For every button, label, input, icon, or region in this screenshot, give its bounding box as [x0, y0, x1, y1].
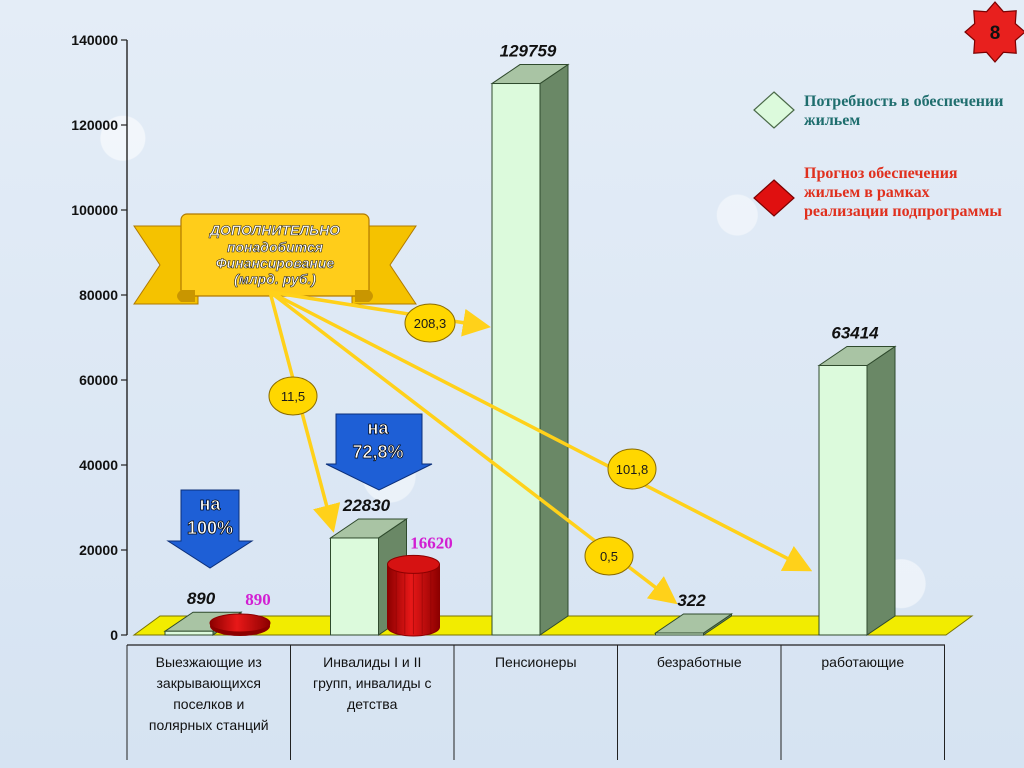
svg-text:групп, инвалиды с: групп, инвалиды с [313, 675, 431, 691]
arrow-label-2: 11,5 [268, 376, 318, 416]
arrow-to-workers [269, 290, 813, 572]
y-tick-label: 140000 [71, 32, 118, 48]
legend-label-forecast: Прогноз обеспечения жильем в рамках реал… [804, 165, 1002, 220]
svg-text:11,5: 11,5 [281, 389, 305, 404]
svg-text:на: на [368, 418, 390, 438]
arrow-label-4: 0,5 [584, 536, 634, 576]
svg-text:72,8%: 72,8% [352, 442, 403, 462]
data-label-need-0: 890 [187, 589, 216, 608]
slide-number: 8 [990, 23, 1001, 44]
svg-text:детства: детства [347, 696, 397, 712]
bar-need-2 [490, 63, 570, 636]
slide-number-badge: 8 [964, 1, 1024, 63]
svg-text:на: на [200, 494, 222, 514]
financing-banner: ДОПОЛНИТЕЛЬНО понадобится Финансирование… [133, 213, 417, 305]
arrow-label-3: 101,8 [607, 448, 657, 490]
data-label-need-2: 129759 [500, 42, 557, 61]
data-label-need-3: 322 [677, 591, 706, 610]
y-tick-label: 100000 [71, 202, 118, 218]
svg-text:101,8: 101,8 [616, 462, 649, 477]
callout-100-percent: на 100% [166, 489, 254, 569]
svg-text:закрывающихся: закрывающихся [156, 675, 261, 691]
x-tick-label-4: работающие [821, 654, 904, 670]
y-tick-label: 60000 [79, 372, 118, 388]
banner-line-1: ДОПОЛНИТЕЛЬНО [209, 222, 340, 238]
arrow-label-1: 208,3 [404, 303, 456, 343]
bar-forecast-0 [209, 613, 271, 636]
svg-text:Пенсионеры: Пенсионеры [495, 654, 577, 670]
bar-need-4 [817, 345, 897, 636]
x-tick-label-2: Пенсионеры [495, 654, 577, 670]
x-tick-label-3: безработные [657, 654, 742, 670]
data-label-need-1: 22830 [342, 496, 391, 515]
y-tick-label: 20000 [79, 542, 118, 558]
svg-text:работающие: работающие [821, 654, 904, 670]
svg-text:100%: 100% [187, 518, 233, 538]
data-label-forecast-1: 16620 [410, 533, 453, 552]
svg-text:Выезжающие из: Выезжающие из [156, 654, 262, 670]
legend-item-forecast: Прогноз обеспечения жильем в рамках реал… [752, 164, 1004, 221]
svg-text:безработные: безработные [657, 654, 742, 670]
callout-72-8-percent: на 72,8% [325, 413, 433, 491]
y-tick-label: 120000 [71, 117, 118, 133]
data-label-need-4: 63414 [831, 323, 879, 342]
legend-label-need: Потребность в обеспечении жильем [804, 93, 1004, 129]
banner-line-3: Финансирование [216, 255, 335, 271]
y-tick-label: 80000 [79, 287, 118, 303]
svg-text:полярных станций: полярных станций [149, 717, 269, 733]
bar-need-3 [653, 613, 734, 636]
legend-item-need: Потребность в обеспечении жильем [752, 92, 1004, 132]
legend-swatch-forecast [753, 179, 795, 217]
svg-text:0,5: 0,5 [600, 549, 618, 564]
x-tick-label-1: Инвалиды I и II групп, инвалиды с детства [313, 654, 431, 712]
svg-text:208,3: 208,3 [414, 316, 447, 331]
svg-text:Инвалиды I и II: Инвалиды I и II [323, 654, 421, 670]
banner-line-2: понадобится [227, 239, 323, 255]
svg-text:поселков и: поселков и [173, 696, 244, 712]
bar-forecast-1 [387, 554, 440, 637]
y-tick-label: 40000 [79, 457, 118, 473]
data-label-forecast-0: 890 [245, 590, 271, 609]
banner-line-4: (млрд. руб.) [234, 271, 316, 287]
x-tick-label-0: Выезжающие из закрывающихся поселков и поля… [149, 654, 269, 733]
y-tick-label: 0 [110, 627, 118, 643]
legend-swatch-need [753, 91, 795, 129]
